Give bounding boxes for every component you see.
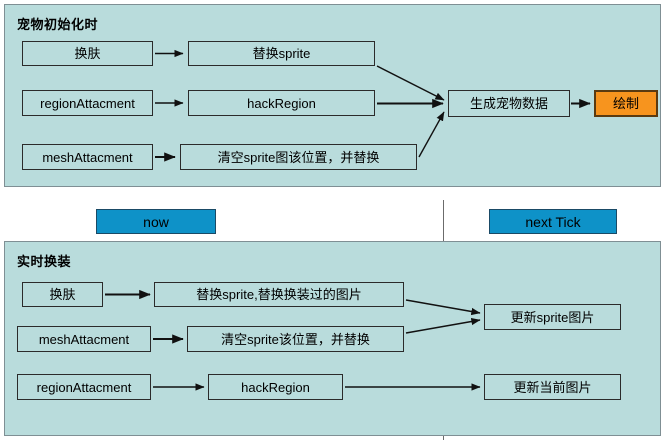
node-live-source-1[interactable]: 换肤: [22, 282, 103, 307]
node-live-process-3[interactable]: hackRegion: [208, 374, 343, 400]
node-init-source-3[interactable]: meshAttacment: [22, 144, 153, 170]
timeline-marker-now[interactable]: now: [96, 209, 216, 234]
node-live-process-1[interactable]: 替换sprite,替换换装过的图片: [154, 282, 404, 307]
node-init-source-2[interactable]: regionAttacment: [22, 90, 153, 116]
node-live-process-2[interactable]: 清空sprite该位置，并替换: [187, 326, 404, 352]
node-init-process-3[interactable]: 清空sprite图该位置，并替换: [180, 144, 417, 170]
timeline-marker-next-tick[interactable]: next Tick: [489, 209, 617, 234]
node-init-process-2[interactable]: hackRegion: [188, 90, 375, 116]
panel-title-initialization: 宠物初始化时: [17, 17, 99, 32]
node-live-target-update-current-image[interactable]: 更新当前图片: [484, 374, 621, 400]
node-live-target-update-sprite-image[interactable]: 更新sprite图片: [484, 304, 621, 330]
node-init-merge-generate-pet-data[interactable]: 生成宠物数据: [448, 90, 570, 117]
node-init-output-draw[interactable]: 绘制: [594, 90, 658, 117]
node-init-source-1[interactable]: 换肤: [22, 41, 153, 66]
node-live-source-3[interactable]: regionAttacment: [17, 374, 151, 400]
node-init-process-1[interactable]: 替换sprite: [188, 41, 375, 66]
node-live-source-2[interactable]: meshAttacment: [17, 326, 151, 352]
panel-title-live-change: 实时换装: [17, 254, 72, 269]
